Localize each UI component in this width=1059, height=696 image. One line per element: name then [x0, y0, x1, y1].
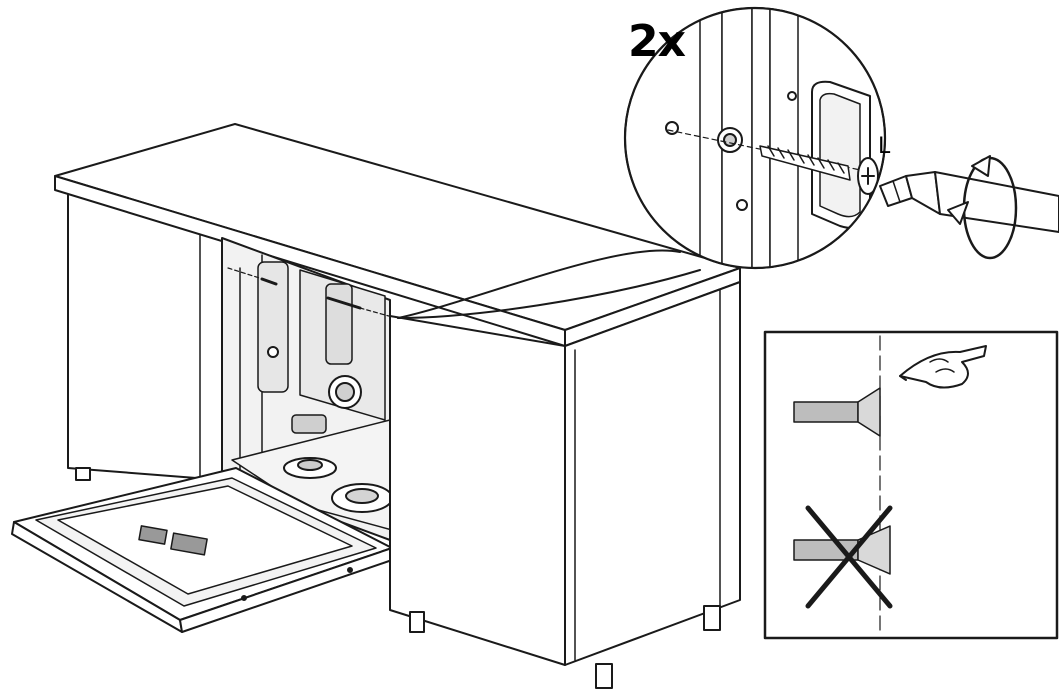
callout-leader-lower	[397, 269, 701, 319]
dishwasher-door	[11, 467, 393, 633]
clockwise-rotation-icon	[947, 155, 1018, 260]
magnified-detail	[623, 6, 887, 270]
pointing-hand-icon	[899, 345, 987, 389]
correct-screw-seating	[793, 387, 881, 437]
worktop	[54, 123, 741, 347]
screwdriver-icon	[879, 171, 1059, 233]
correct-incorrect-panel	[763, 330, 1059, 640]
cabinet-foot	[595, 663, 613, 689]
cabinet-foot	[409, 611, 425, 633]
dishwasher-interior	[221, 237, 397, 541]
quantity-label: 2x	[628, 16, 686, 67]
right-cabinet	[389, 281, 741, 689]
cabinet-foot	[75, 467, 91, 481]
side-marker-label: L	[878, 134, 891, 159]
cabinet-foot	[703, 605, 721, 631]
cross-mark-icon	[805, 505, 893, 609]
screw	[759, 145, 879, 195]
callout-leader	[397, 249, 681, 319]
